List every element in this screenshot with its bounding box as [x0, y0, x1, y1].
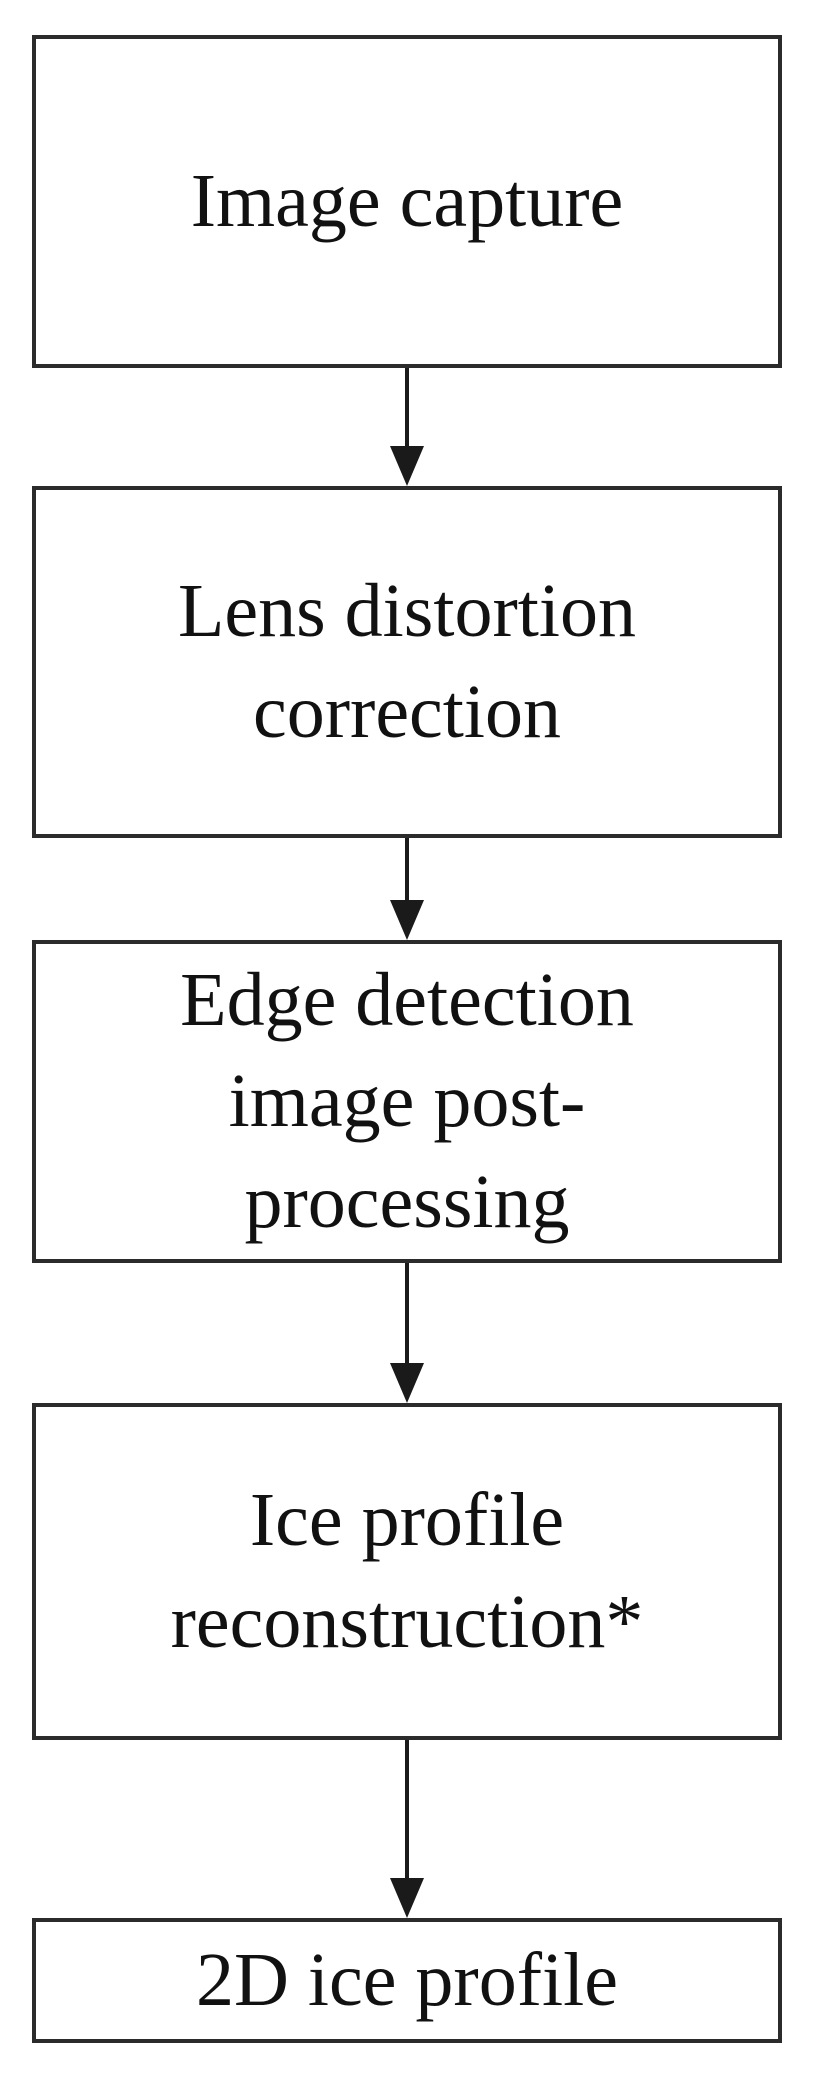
node-lens-distortion-correction-label: Lens distortion correction	[177, 568, 637, 754]
flow-arrow-2	[390, 838, 424, 940]
flow-arrow-1	[390, 368, 424, 486]
flow-arrow-3	[390, 1263, 424, 1403]
node-2d-ice-profile: 2D ice profile	[32, 1918, 782, 2043]
arrow-line	[405, 1740, 409, 1878]
arrow-down-icon	[390, 1878, 424, 1918]
node-ice-profile-reconstruction: Ice profile reconstruction*	[32, 1403, 782, 1740]
arrow-line	[405, 1263, 409, 1363]
arrow-down-icon	[390, 1363, 424, 1403]
node-2d-ice-profile-label: 2D ice profile	[195, 1937, 619, 2022]
arrow-down-icon	[390, 446, 424, 486]
flow-arrow-4	[390, 1740, 424, 1918]
node-image-capture: Image capture	[32, 35, 782, 368]
node-lens-distortion-correction: Lens distortion correction	[32, 486, 782, 838]
node-image-capture-label: Image capture	[190, 158, 624, 243]
arrow-line	[405, 368, 409, 446]
node-edge-detection-post-processing: Edge detection image post- processing	[32, 940, 782, 1263]
arrow-down-icon	[390, 900, 424, 940]
node-ice-profile-reconstruction-label: Ice profile reconstruction*	[170, 1478, 644, 1664]
node-edge-detection-post-processing-label: Edge detection image post- processing	[180, 957, 634, 1245]
arrow-line	[405, 838, 409, 900]
